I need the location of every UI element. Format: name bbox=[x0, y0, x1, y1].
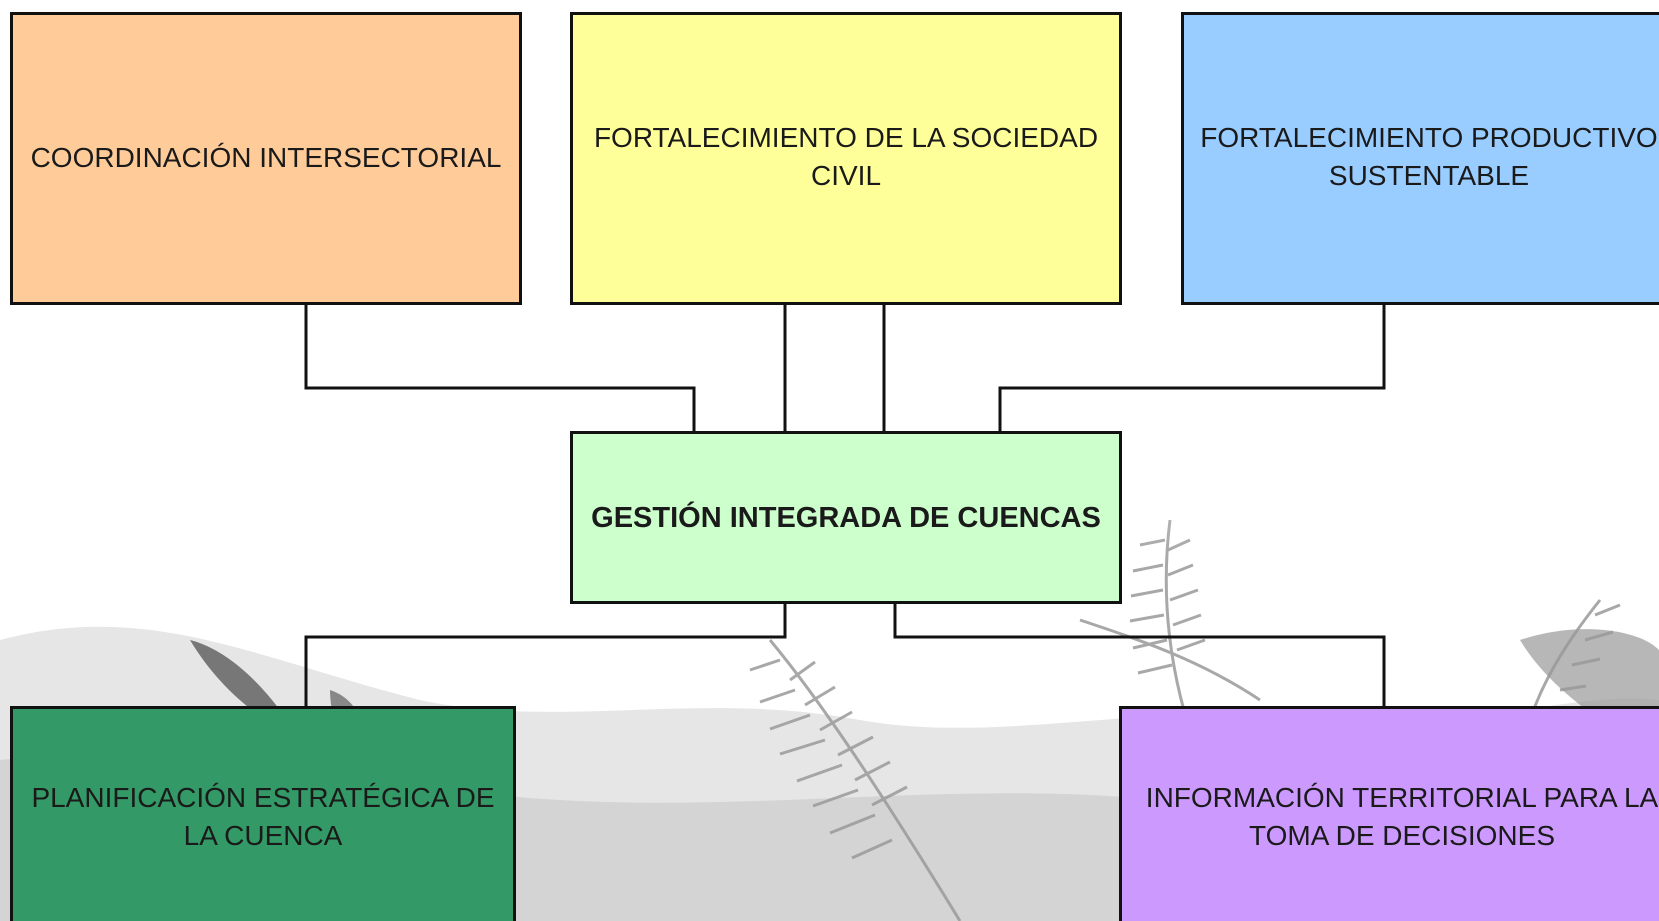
box-coordinacion-intersectorial: COORDINACIÓN INTERSECTORIAL bbox=[10, 12, 522, 305]
box-label: COORDINACIÓN INTERSECTORIAL bbox=[30, 142, 502, 173]
box-label: FORTALECIMIENTO DE LA SOCIEDAD CIVIL bbox=[593, 122, 1099, 191]
connector-planificacion bbox=[304, 604, 787, 706]
box-fortalecimiento-productivo: FORTALECIMIENTO PRODUCTIVO SUSTENTABLE bbox=[1181, 12, 1659, 305]
box-label: PLANIFICACIÓN ESTRATÉGICA DE LA CUENCA bbox=[31, 782, 495, 851]
connector-coordinacion bbox=[304, 305, 696, 431]
connector-informacion bbox=[893, 604, 1386, 706]
center-label: GESTIÓN INTEGRADA DE CUENCAS bbox=[591, 501, 1101, 534]
box-gestion-integrada-cuencas: GESTIÓN INTEGRADA DE CUENCAS bbox=[570, 431, 1122, 604]
box-planificacion-estrategica: PLANIFICACIÓN ESTRATÉGICA DE LA CUENCA bbox=[10, 706, 516, 921]
box-label: INFORMACIÓN TERRITORIAL PARA LA TOMA DE … bbox=[1145, 782, 1659, 851]
box-label: FORTALECIMIENTO PRODUCTIVO SUSTENTABLE bbox=[1200, 122, 1658, 191]
box-fortalecimiento-sociedad-civil: FORTALECIMIENTO DE LA SOCIEDAD CIVIL bbox=[570, 12, 1122, 305]
connector-productivo bbox=[998, 305, 1386, 431]
box-informacion-territorial: INFORMACIÓN TERRITORIAL PARA LA TOMA DE … bbox=[1119, 706, 1659, 921]
